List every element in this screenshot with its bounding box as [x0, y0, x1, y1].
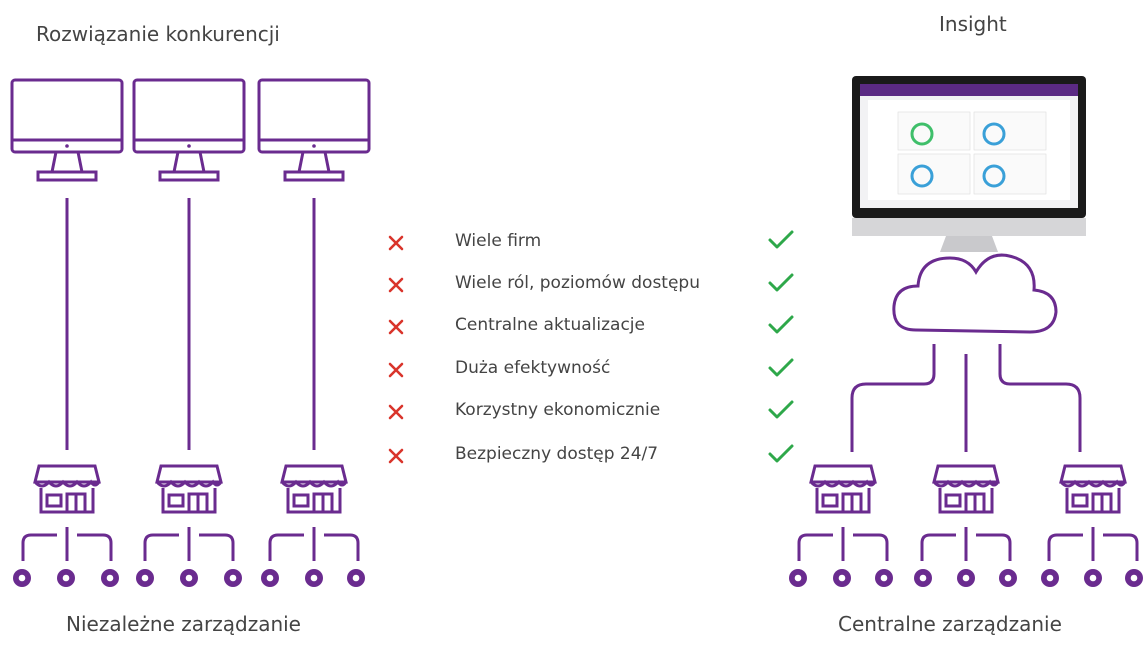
location-pin-icon — [789, 569, 807, 587]
location-pin-icon — [999, 569, 1017, 587]
location-pin-icon — [224, 569, 242, 587]
location-pin-icon — [1084, 569, 1102, 587]
right-title: Insight — [939, 12, 1007, 36]
monitor-icon — [257, 78, 371, 182]
feature-item: Korzystny ekonomicznie — [455, 400, 661, 420]
location-pin-icon — [914, 569, 932, 587]
right-caption: Centralne zarządzanie — [838, 612, 1062, 636]
branch-connector — [920, 525, 1012, 563]
monitor-icon — [132, 78, 246, 182]
branch-connector — [797, 525, 889, 563]
cross-icon — [388, 235, 404, 251]
location-pin-icon — [1125, 569, 1143, 587]
feature-item: Duża efektywność — [455, 358, 611, 378]
location-pin-icon — [305, 569, 323, 587]
check-icon — [768, 358, 794, 377]
cross-icon — [388, 448, 404, 464]
branch-connector — [21, 525, 113, 563]
branch-connector — [1047, 525, 1139, 563]
store-icon — [809, 464, 877, 514]
branch-connector — [143, 525, 235, 563]
location-pin-icon — [833, 569, 851, 587]
location-pin-icon — [957, 569, 975, 587]
cross-icon — [388, 362, 404, 378]
store-icon — [33, 464, 101, 514]
location-pin-icon — [1041, 569, 1059, 587]
monitor-icon — [10, 78, 124, 182]
check-icon — [768, 315, 794, 334]
store-icon — [280, 464, 348, 514]
store-icon — [1059, 464, 1127, 514]
feature-item: Wiele firm — [455, 231, 542, 251]
connection-line — [998, 344, 1082, 452]
location-pin-icon — [101, 569, 119, 587]
cross-icon — [388, 319, 404, 335]
location-pin-icon — [57, 569, 75, 587]
connection-line — [850, 344, 936, 452]
cross-icon — [388, 277, 404, 293]
left-caption: Niezależne zarządzanie — [66, 612, 301, 636]
check-icon — [768, 273, 794, 292]
feature-item: Centralne aktualizacje — [455, 315, 645, 335]
check-icon — [768, 444, 794, 463]
store-icon — [155, 464, 223, 514]
location-pin-icon — [347, 569, 365, 587]
location-pin-icon — [13, 569, 31, 587]
store-icon — [932, 464, 1000, 514]
location-pin-icon — [180, 569, 198, 587]
branch-connector — [268, 525, 360, 563]
feature-item: Bezpieczny dostęp 24/7 — [455, 444, 659, 464]
cloud-icon — [892, 253, 1058, 334]
location-pin-icon — [875, 569, 893, 587]
location-pin-icon — [261, 569, 279, 587]
location-pin-icon — [136, 569, 154, 587]
check-icon — [768, 400, 794, 419]
feature-item: Wiele ról, poziomów dostępu — [455, 273, 700, 293]
check-icon — [768, 230, 794, 249]
cross-icon — [388, 404, 404, 420]
left-title: Rozwiązanie konkurencji — [36, 22, 280, 46]
insight-dashboard-monitor — [852, 76, 1086, 252]
